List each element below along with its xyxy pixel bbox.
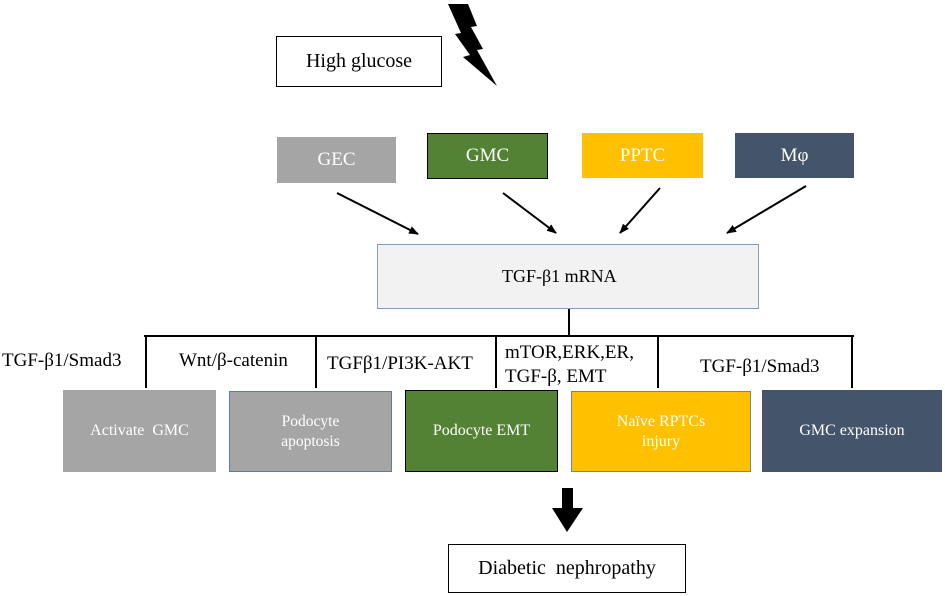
effect-label-line2: injury	[641, 432, 681, 450]
cell-box-gmc: GMC	[427, 133, 548, 179]
effect-label: Activate GMC	[90, 422, 189, 439]
pathway-label-pi3k-akt: TGFβ1/PI3K-AKT	[327, 353, 473, 374]
cell-label: GMC	[465, 145, 510, 167]
effect-box-podocyte-apoptosis: Podocyte apoptosis	[229, 391, 392, 472]
arrow-gec-to-mediator	[336, 192, 419, 235]
outcome-box: Diabetic nephropathy	[448, 544, 686, 593]
effect-label-line2: apoptosis	[281, 432, 340, 450]
lightning-bolt-icon	[448, 4, 497, 86]
cell-label: Mφ	[780, 144, 809, 166]
down-arrow-icon	[552, 488, 583, 532]
mediator-box: TGF-β1 mRNA	[377, 244, 759, 309]
pathway-label-mtor-line1: mTOR,ERK,ER,	[505, 342, 634, 363]
effect-label-line1: Podocyte	[281, 413, 340, 431]
pathway-label-wnt: Wnt/β-catenin	[179, 350, 288, 371]
pathway-label-smad3-right: TGF-β1/Smad3	[700, 356, 820, 377]
cell-box-gec: GEC	[277, 137, 396, 183]
cell-label: PPTC	[619, 144, 666, 166]
mediator-label: TGF-β1 mRNA	[502, 266, 617, 287]
trigger-label: High glucose	[305, 50, 413, 72]
outcome-label: Diabetic nephropathy	[478, 557, 656, 579]
effect-box-naive-rptcs: Naïve RPTCs injury	[571, 391, 751, 472]
effect-box-podocyte-emt: Podocyte EMT	[405, 390, 558, 472]
pathway-label-smad3-left: TGF-β1/Smad3	[2, 350, 122, 371]
arrow-mphi-to-mediator	[726, 185, 807, 234]
effect-label-line1: Naïve RPTCs	[616, 412, 706, 430]
pathway-label-mtor-line2: TGF-β, EMT	[505, 366, 607, 387]
cell-label: GEC	[317, 149, 356, 171]
effect-box-activate-gmc: Activate GMC	[63, 390, 216, 472]
arrow-gmc-to-mediator	[502, 192, 557, 234]
pathway-bracket	[144, 309, 854, 388]
effect-label: Podocyte EMT	[432, 422, 531, 439]
effect-box-gmc-expansion: GMC expansion	[762, 390, 942, 472]
effect-label: GMC expansion	[799, 422, 905, 439]
trigger-box: High glucose	[276, 36, 442, 87]
cell-box-macrophage: Mφ	[735, 133, 854, 178]
arrow-pptc-to-mediator	[619, 187, 661, 234]
cell-box-pptc: PPTC	[582, 133, 703, 178]
